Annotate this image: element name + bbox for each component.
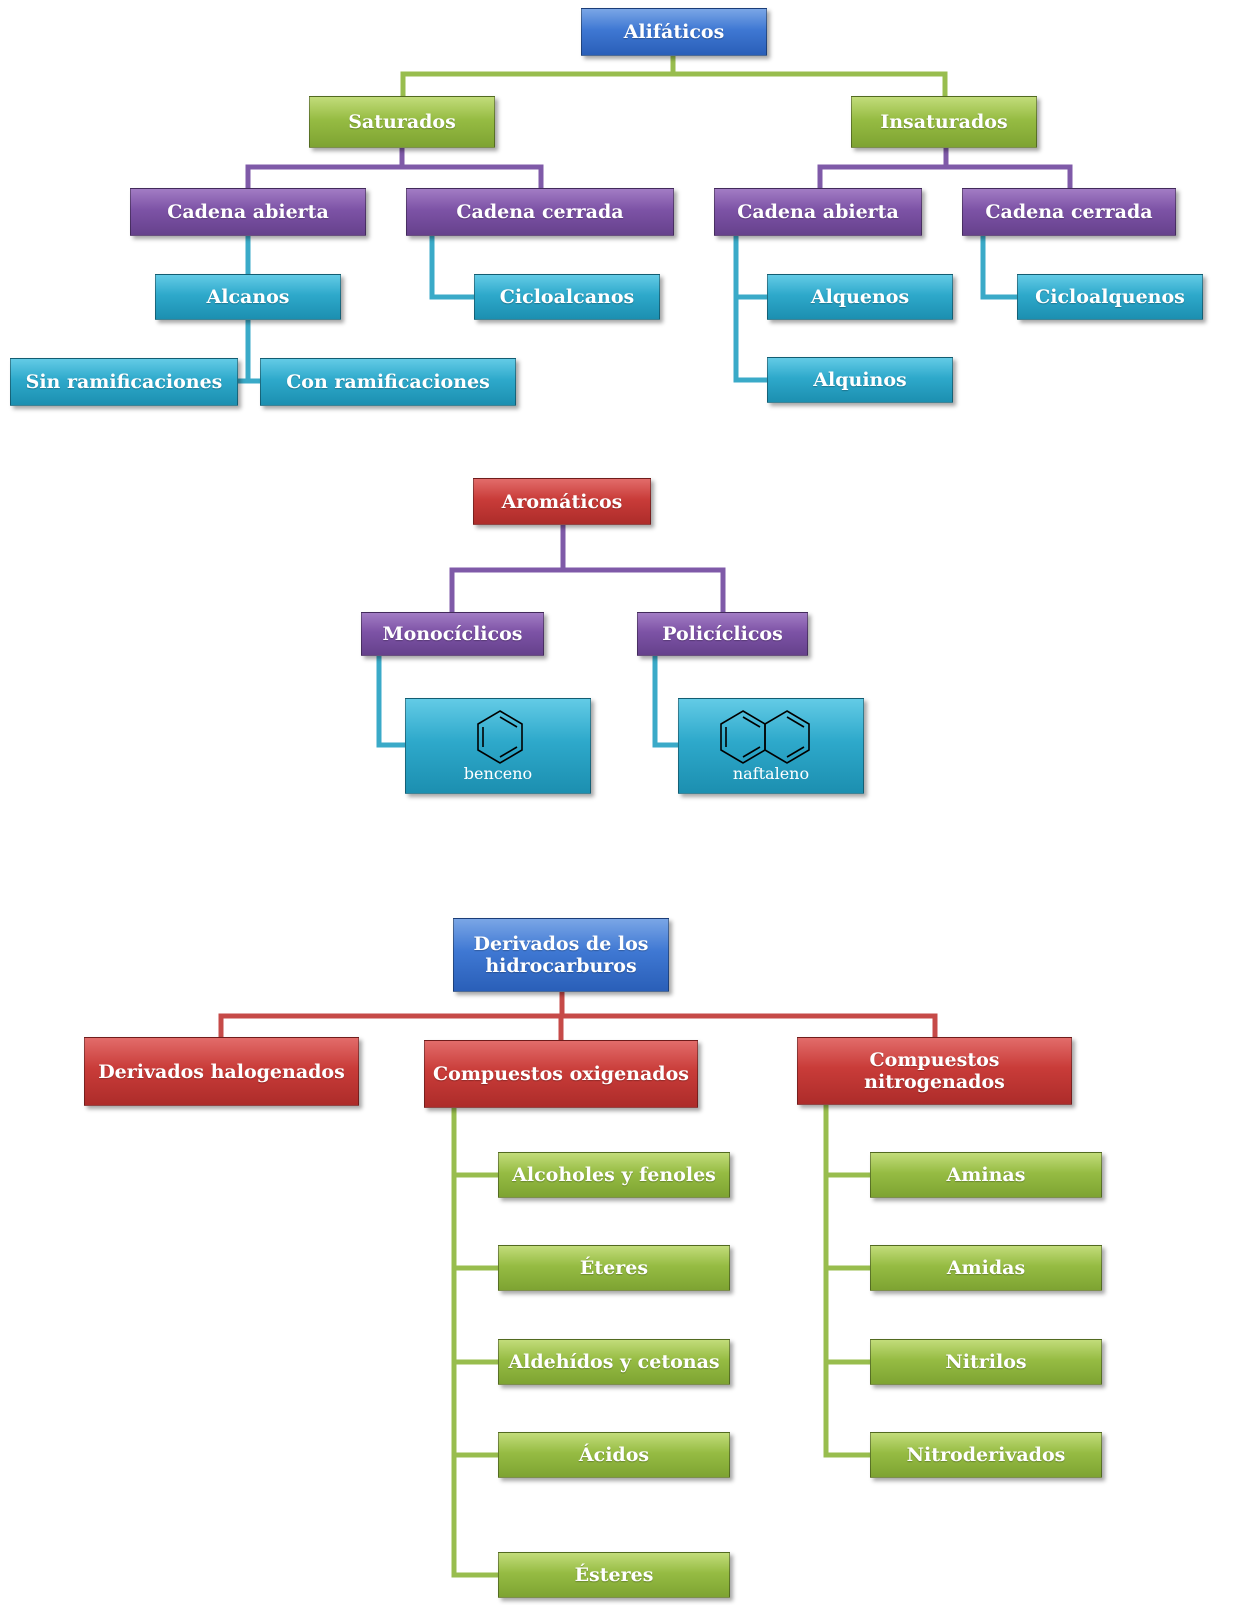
branches-node[interactable]: Con ramificaciones	[260, 358, 516, 406]
connector-oxygenated	[451, 1108, 498, 1578]
naphthalene-caption: naftaleno	[732, 764, 810, 783]
nitrogenated-item[interactable]: Nitrilos	[870, 1339, 1102, 1385]
connector-aromatic-root	[449, 525, 726, 612]
naphthalene-structure-icon	[720, 710, 810, 764]
aromatic-root-node[interactable]: Aromáticos	[473, 478, 651, 525]
connector-benzene	[376, 656, 405, 748]
polycyclic-node[interactable]: Policíclicos	[637, 612, 808, 656]
nitrogenated-item[interactable]: Aminas	[870, 1152, 1102, 1198]
alkanes-node[interactable]: Alcanos	[155, 274, 341, 320]
halogenated-node[interactable]: Derivados halogenados	[84, 1037, 359, 1106]
oxygenated-node[interactable]: Compuestos oxigenados	[424, 1040, 698, 1108]
connector-nitrogenated	[823, 1105, 870, 1458]
saturated-open-chain-node[interactable]: Cadena abierta	[130, 188, 366, 236]
oxygenated-item[interactable]: Ácidos	[498, 1432, 730, 1478]
connector-saturated	[245, 148, 544, 188]
benzene-node[interactable]: benceno	[405, 698, 591, 794]
aliphatic-root-node[interactable]: Alifáticos	[581, 8, 767, 56]
connector-branches	[238, 320, 260, 384]
connector-unsaturated	[817, 148, 1073, 188]
alkynes-node[interactable]: Alquinos	[767, 357, 953, 403]
naphthalene-node[interactable]: naftaleno	[678, 698, 864, 794]
cycloalkanes-node[interactable]: Cicloalcanos	[474, 274, 660, 320]
alkenes-node[interactable]: Alquenos	[767, 274, 953, 320]
oxygenated-item[interactable]: Alcoholes y fenoles	[498, 1152, 730, 1198]
connector-cycloalkanes	[429, 236, 474, 300]
nitrogenated-item[interactable]: Amidas	[870, 1245, 1102, 1291]
unsaturated-node[interactable]: Insaturados	[851, 96, 1037, 148]
cycloalkenes-node[interactable]: Cicloalquenos	[1017, 274, 1203, 320]
no-branches-node[interactable]: Sin ramificaciones	[10, 358, 238, 406]
benzene-structure-icon	[477, 710, 523, 764]
saturated-closed-chain-node[interactable]: Cadena cerrada	[406, 188, 674, 236]
derivatives-root-node[interactable]: Derivados de los hidrocarburos	[453, 918, 669, 992]
benzene-caption: benceno	[463, 764, 533, 783]
connector-cycloalkenes	[980, 236, 1017, 300]
connector-naphthalene	[652, 656, 678, 748]
connector-alkenes-alkynes	[733, 236, 767, 383]
unsaturated-open-chain-node[interactable]: Cadena abierta	[714, 188, 922, 236]
connector-derivatives-root	[218, 992, 938, 1040]
nitrogenated-item[interactable]: Nitroderivados	[870, 1432, 1102, 1478]
oxygenated-item[interactable]: Ésteres	[498, 1552, 730, 1598]
monocyclic-node[interactable]: Monocíclicos	[361, 612, 544, 656]
unsaturated-closed-chain-node[interactable]: Cadena cerrada	[962, 188, 1176, 236]
oxygenated-item[interactable]: Aldehídos y cetonas	[498, 1339, 730, 1385]
nitrogenated-node[interactable]: Compuestos nitrogenados	[797, 1037, 1072, 1105]
oxygenated-item[interactable]: Éteres	[498, 1245, 730, 1291]
connector-aliphatic-root	[400, 55, 948, 96]
saturated-node[interactable]: Saturados	[309, 96, 495, 148]
